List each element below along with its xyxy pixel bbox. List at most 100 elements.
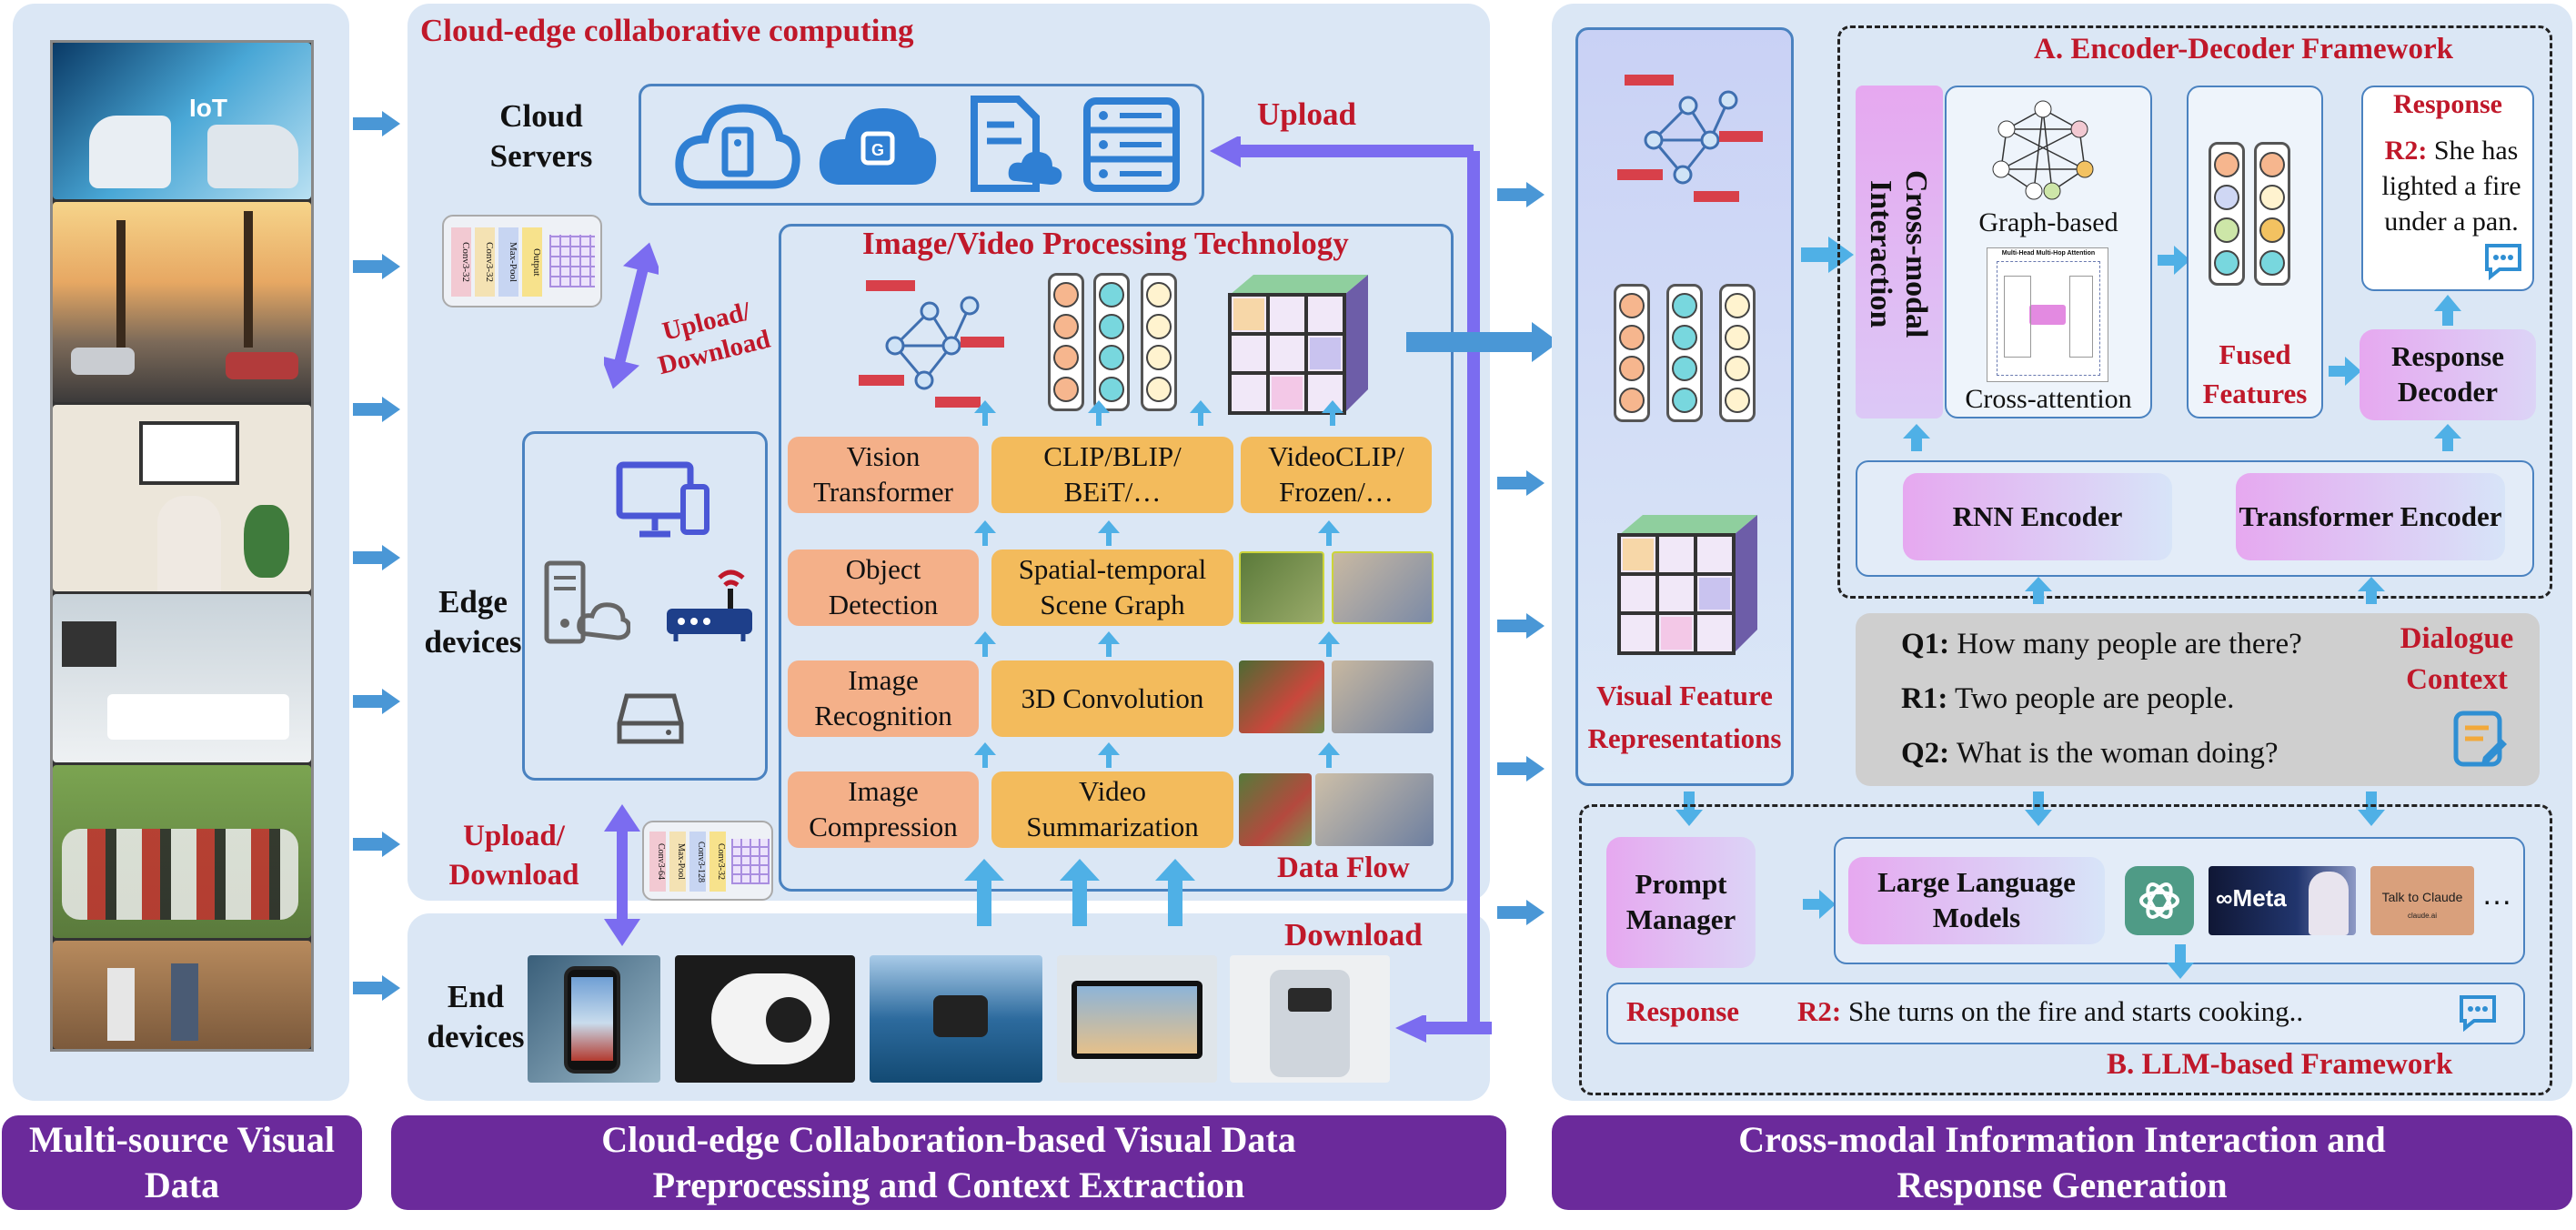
- cnn-layer: Conv3-32: [451, 227, 471, 297]
- action-camera-image: [870, 955, 1042, 1083]
- upload-download-label-2: Upload/ Download: [448, 820, 579, 892]
- claude-url: claude.ai: [2407, 912, 2438, 920]
- section-a-title: A. Encoder-Decoder Framework: [2034, 33, 2453, 66]
- meta-text: ∞Meta: [2216, 884, 2287, 912]
- image-recognition-box: Image Recognition: [788, 660, 979, 737]
- action-cam-shape: [933, 995, 988, 1037]
- video-frame: [1332, 660, 1434, 733]
- attention-title: Multi-Head Multi-Hop Attention: [2001, 250, 2096, 257]
- cross-modal-label: Cross-modal Interaction: [1863, 169, 1933, 338]
- video-summarization-box: Video Summarization: [991, 771, 1233, 848]
- response-a-tag: R2:: [2384, 136, 2428, 166]
- robot-arm-shape: [207, 125, 298, 188]
- feature-column: [1141, 273, 1177, 411]
- graph-network-icon: [859, 280, 1004, 408]
- cnn-layer: Conv3-64: [649, 832, 666, 892]
- cloud-server-icon: [675, 104, 800, 189]
- videoclip-box: VideoCLIP/ Frozen/…: [1241, 437, 1432, 513]
- person-shape: [107, 968, 135, 1041]
- meta-logo: ∞Meta: [2209, 866, 2356, 935]
- person-shape: [171, 963, 198, 1041]
- arrow-up-icon: [2025, 577, 2052, 604]
- feature-column: [1719, 284, 1756, 422]
- dialogue-line: Q2: What is the woman doing?: [1901, 737, 2279, 771]
- attention-diagram: Multi-Head Multi-Hop Attention: [1987, 247, 2108, 382]
- upload-route-arrow: [1210, 136, 1480, 1028]
- openai-icon: [2139, 882, 2179, 919]
- double-arrow-vertical: [604, 804, 640, 946]
- claude-logo: Talk to Claude claude.ai: [2370, 866, 2474, 935]
- kitchen-image: [53, 941, 311, 1049]
- graph-based-icon: [1992, 100, 2094, 200]
- cloud-servers-label: Cloud Servers: [489, 98, 593, 174]
- cnn-layer: Conv3-32: [475, 227, 495, 297]
- right-label: Cross-modal Information Interaction and …: [1552, 1115, 2572, 1210]
- video-frame: [1239, 773, 1312, 846]
- car-shape: [226, 352, 298, 379]
- arrow-right-icon: [1803, 890, 1836, 919]
- cnn-layer: Conv3-128: [689, 832, 706, 892]
- llm-box: Large Language Models: [1848, 857, 2105, 944]
- response-a-text: R2: She has lighted a fire under a pan.: [2374, 133, 2529, 239]
- response-a-title: Response: [2392, 89, 2502, 119]
- robot-image: [1230, 955, 1390, 1083]
- chat-bubble-icon: [2460, 995, 2496, 1032]
- person-shape: [157, 496, 221, 591]
- robot-shape: [1270, 970, 1350, 1077]
- camera-shape: [711, 973, 830, 1064]
- data-flow-label: Data Flow: [1277, 852, 1410, 884]
- scene-graph-box: Spatial-temporal Scene Graph: [991, 549, 1233, 626]
- download-route-arrow: [1395, 1015, 1492, 1043]
- upload-label: Upload: [1257, 96, 1356, 132]
- arrow-right-icon: [382, 832, 400, 857]
- feature-column: [2254, 142, 2290, 286]
- arrow-up-icon: [2434, 424, 2461, 451]
- feature-column: [1048, 273, 1084, 411]
- dashcam-image: [1057, 955, 1217, 1083]
- cnn-grid: [549, 235, 595, 287]
- dialogue-line: R1: Two people are people.: [1901, 682, 2234, 716]
- desktop-icon: [616, 461, 709, 538]
- robot-arm-shape: [89, 116, 171, 188]
- response-b-box: [1606, 983, 2525, 1044]
- 3d-convolution-box: 3D Convolution: [991, 660, 1233, 737]
- table-shape: [107, 694, 289, 740]
- data-flow-up-arrows: [964, 859, 1195, 926]
- arrow-right-icon: [1526, 470, 1545, 496]
- cnn-layer: Max-Pool: [669, 832, 686, 892]
- cross-modal-interaction-box: Cross-modal Interaction: [1856, 86, 1943, 418]
- picture-frame-shape: [139, 421, 239, 485]
- street-scene-image: [53, 202, 311, 402]
- graph-network-icon: [1617, 75, 1763, 202]
- arrow-right-icon: [382, 111, 400, 136]
- arrow-right-icon: [1526, 756, 1545, 781]
- arrow-right-icon: [2158, 246, 2190, 275]
- feature-column: [1666, 284, 1703, 422]
- cnn-layer: Conv3-32: [709, 832, 726, 892]
- dialogue-tag: Q1:: [1901, 628, 1950, 660]
- arrow-right-icon: [1526, 182, 1545, 207]
- cnn-layer: Max-Pool: [498, 227, 518, 297]
- edge-devices-box: [522, 431, 768, 781]
- dialogue-context-box: [1856, 613, 2540, 786]
- response-b-tag: R2:: [1797, 995, 1842, 1027]
- svg-text:G: G: [871, 141, 884, 159]
- security-camera-image: [675, 955, 855, 1083]
- small-up-arrows: [974, 400, 1343, 768]
- end-devices-label: End devices: [427, 979, 525, 1054]
- dialogue-context-label: Dialogue Context: [2400, 622, 2514, 696]
- response-b-title: Response: [1626, 995, 1740, 1027]
- arrow-right-icon: [382, 689, 400, 714]
- arrow-right-icon: [382, 975, 400, 1001]
- video-cube-icon: [1228, 275, 1368, 415]
- image-compression-box: Image Compression: [788, 771, 979, 848]
- feature-column: [1614, 284, 1650, 422]
- cnn-layer: Output: [522, 227, 542, 297]
- cloud-edge-title: Cloud-edge collaborative computing: [420, 13, 914, 48]
- arrow-up-icon: [2358, 577, 2385, 604]
- router-icon: [667, 570, 752, 641]
- middle-label: Cloud-edge Collaboration-based Visual Da…: [391, 1115, 1506, 1210]
- response-b-line: R2: She turns on the fire and starts coo…: [1797, 995, 2303, 1028]
- iot-robot-image: IoT: [53, 43, 311, 199]
- video-frame: [1332, 551, 1434, 624]
